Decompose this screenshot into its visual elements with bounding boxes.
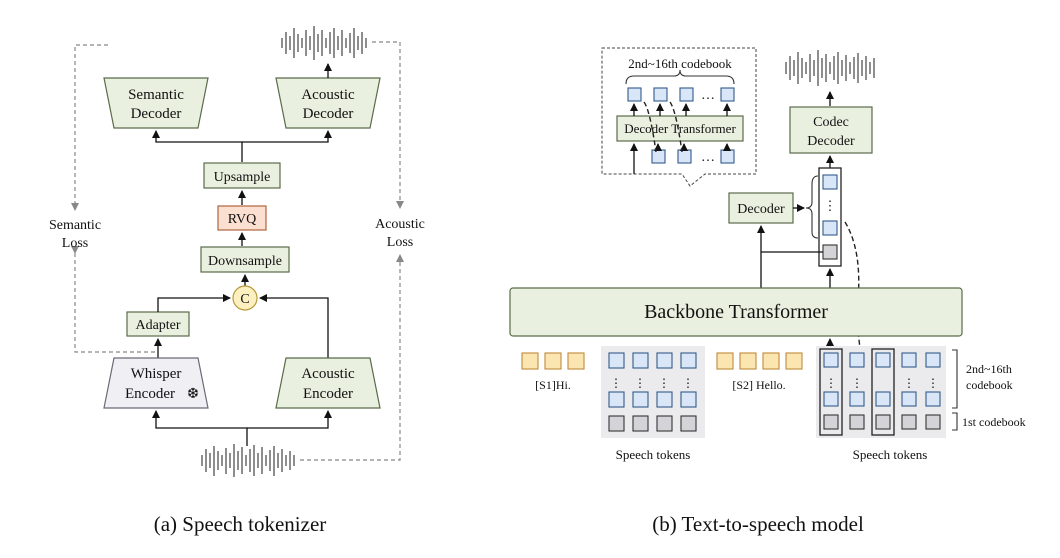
- decoder-label: Decoder: [737, 202, 785, 217]
- callout-token-square: [720, 87, 735, 102]
- output-token-column: [818, 167, 842, 267]
- output-column-ellipsis: ⋮: [824, 198, 837, 213]
- upsample-label: Upsample: [214, 170, 271, 185]
- adapter-label: Adapter: [135, 318, 180, 333]
- tts-output-waveform-icon: [785, 50, 875, 86]
- backbone-transformer-label: Backbone Transformer: [644, 301, 828, 323]
- codec-decoder-label: Decoder: [807, 134, 855, 149]
- output-token-square: [822, 220, 838, 236]
- text-token-square: [785, 352, 803, 370]
- next-frame-column: [871, 348, 895, 436]
- decoder-zoom-callout: [601, 47, 757, 187]
- text-token-square: [739, 352, 757, 370]
- frozen-snowflake-icon: ❆: [187, 387, 199, 402]
- svg-text:⋮: ⋮: [825, 376, 837, 390]
- text-token-square: [521, 352, 539, 370]
- rvq-label: RVQ: [228, 212, 256, 227]
- speaker-2-text: [S2] Hello.: [732, 378, 785, 392]
- output-waveform-icon: [281, 26, 367, 60]
- semantic-loss-feedback: [71, 246, 155, 353]
- output-column-brace: [805, 175, 819, 239]
- callout-token-square: [677, 149, 692, 164]
- callout-codebook-label: 2nd~16th codebook: [628, 56, 732, 71]
- concat-label: C: [240, 292, 249, 307]
- acoustic-decoder-box: [275, 77, 381, 129]
- acoustic-decoder-label: Decoder: [303, 106, 354, 122]
- whisper-encoder-box: [103, 357, 209, 409]
- lower-codebook-label: 1st codebook: [962, 415, 1026, 429]
- semantic-loss-label: Semantic: [49, 218, 101, 233]
- acoustic-loss-feedback: [300, 254, 404, 461]
- speech-tokens-label-2: Speech tokens: [853, 447, 928, 462]
- acoustic-encoder-label: Encoder: [303, 386, 353, 402]
- acoustic-loss-label: Acoustic: [375, 217, 425, 232]
- upper-codebook-label: codebook: [966, 378, 1013, 392]
- decoder-transformer-label: Decoder Transformer: [624, 121, 736, 136]
- current-frame-column: [819, 348, 843, 436]
- callout-token-square: [627, 87, 642, 102]
- upsample-box: [203, 162, 281, 189]
- adapter-box: [126, 311, 190, 337]
- concat-node: [232, 285, 258, 311]
- whisper-encoder-label: Whisper: [131, 366, 182, 382]
- semantic-decoder-box: [103, 77, 209, 129]
- semantic-loss-label: Loss: [62, 236, 88, 251]
- downsample-box: [200, 246, 290, 273]
- lower-codebook-bracket: [952, 412, 958, 431]
- text-token-square: [762, 352, 780, 370]
- svg-text:⋮: ⋮: [682, 376, 694, 390]
- semantic-decoder-label: Semantic: [128, 87, 184, 103]
- speech-tokenizer-panel: Semantic Decoder Acoustic Decoder Upsamp…: [49, 26, 425, 536]
- acoustic-loss-connector: [372, 41, 404, 209]
- rvq-box: [217, 205, 267, 231]
- tts-caption: (b) Text-to-speech model: [652, 512, 864, 536]
- speaker-1-text: [S1]Hi.: [535, 378, 571, 392]
- text-token-square: [567, 352, 585, 370]
- speech-token-grid-1: ⋮ ⋮ ⋮ ⋮: [608, 352, 697, 432]
- svg-text:⋮: ⋮: [634, 376, 646, 390]
- callout-ellipsis: …: [701, 88, 715, 103]
- upper-codebook-bracket: [952, 349, 958, 409]
- acoustic-loss-label: Loss: [387, 235, 413, 250]
- tokenizer-caption: (a) Speech tokenizer: [154, 512, 327, 536]
- svg-text:⋮: ⋮: [851, 376, 863, 390]
- svg-text:⋮: ⋮: [903, 376, 915, 390]
- tts-model-panel: 2nd~16th codebook … Decoder Transformer …: [509, 47, 1026, 536]
- acoustic-encoder-label: Acoustic: [301, 366, 355, 382]
- downsample-label: Downsample: [208, 254, 282, 269]
- output-token-square: [822, 174, 838, 190]
- speech-token-grid-2: ⋮ ⋮ ⋮ ⋮: [823, 352, 941, 430]
- svg-text:⋮: ⋮: [610, 376, 622, 390]
- callout-token-square: [653, 87, 668, 102]
- backbone-transformer-box: [509, 287, 963, 337]
- semantic-decoder-label: Decoder: [131, 106, 182, 122]
- callout-ellipsis: …: [701, 150, 715, 165]
- callout-token-square: [651, 149, 666, 164]
- upper-codebook-label: 2nd~16th: [966, 362, 1012, 376]
- whisper-encoder-label: Encoder: [125, 386, 175, 402]
- text-token-square: [716, 352, 734, 370]
- input-waveform-icon: [201, 444, 295, 477]
- callout-token-square: [679, 87, 694, 102]
- text-token-square: [544, 352, 562, 370]
- callout-token-square: [720, 149, 735, 164]
- semantic-loss-connector: [74, 44, 108, 208]
- acoustic-encoder-box: [275, 357, 381, 409]
- codec-decoder-box: [789, 106, 873, 154]
- svg-text:⋮: ⋮: [658, 376, 670, 390]
- callout-brace: [625, 69, 735, 85]
- output-first-codebook-square: [822, 244, 838, 260]
- svg-text:⋮: ⋮: [927, 376, 939, 390]
- acoustic-decoder-label: Acoustic: [301, 87, 355, 103]
- speech-tokens-label-1: Speech tokens: [616, 447, 691, 462]
- codec-decoder-label: Codec: [813, 115, 849, 130]
